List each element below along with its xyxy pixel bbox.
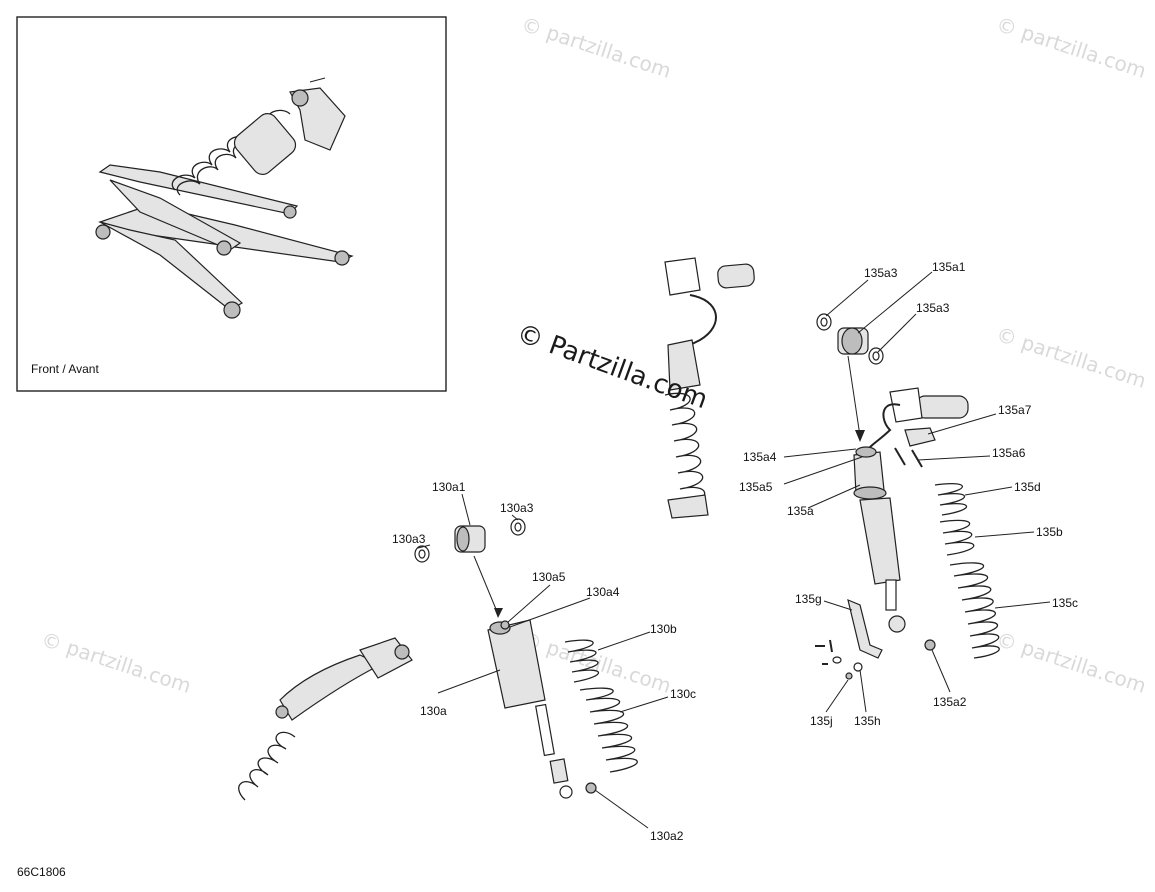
- callout-135a5: 135a5: [739, 480, 773, 494]
- bracket-135g: [847, 598, 883, 659]
- inset-shock: [171, 77, 346, 196]
- callout-130b: 130b: [650, 622, 677, 636]
- spring-135d: [934, 483, 968, 516]
- callout-135a7: 135a7: [998, 403, 1032, 417]
- callout-130a1: 130a1: [432, 480, 466, 494]
- shock-body: [667, 339, 701, 391]
- nut-135a2: [924, 639, 936, 651]
- shock-130-assembly: [414, 518, 638, 799]
- clip-135a7: [904, 427, 936, 447]
- shock-lower-left: [238, 637, 413, 801]
- shaft: [535, 703, 555, 757]
- callout-135a3: 135a3: [864, 266, 898, 280]
- inset-frame: [16, 16, 447, 392]
- ball-joint: [223, 301, 241, 319]
- shock-body-130a: [487, 619, 546, 709]
- callout-130a5: 130a5: [532, 570, 566, 584]
- callout-130a4: 130a4: [586, 585, 620, 599]
- callout-130a: 130a: [420, 704, 447, 718]
- mount-bolt: [309, 77, 326, 83]
- callout-135d: 135d: [1014, 480, 1041, 494]
- coil-spring: [664, 392, 706, 506]
- callout-135a6: 135a6: [992, 446, 1026, 460]
- pin-135a6: [894, 447, 906, 466]
- callout-135c: 135c: [1052, 596, 1078, 610]
- callout-135h: 135h: [854, 714, 881, 728]
- spring-seat: [853, 486, 887, 500]
- watermark: © partzilla.com: [518, 12, 674, 83]
- callout-135a3: 135a3: [916, 301, 950, 315]
- spring-130b: [564, 639, 600, 683]
- callout-135a2: 135a2: [933, 695, 967, 709]
- pivot-bushing-mid: [216, 240, 232, 256]
- lower-a-arm-rear: [99, 221, 243, 311]
- leader-lines: [417, 271, 1051, 829]
- top-mount: [291, 89, 309, 107]
- callout-labels: 130a1 130a3 130a3 130a5 130a4 130a 130b …: [392, 260, 1078, 843]
- ball-joint-front: [95, 224, 111, 240]
- reservoir: [915, 395, 969, 419]
- assembled-shock-center: [664, 257, 755, 519]
- watermark: © partzilla.com: [993, 12, 1149, 83]
- callout-135a: 135a: [787, 504, 814, 518]
- watermark: © partzilla.com: [993, 627, 1149, 698]
- bolt-135j: [845, 672, 853, 680]
- reservoir-cap: [889, 387, 923, 423]
- nut-130a2: [585, 782, 597, 794]
- lower-eyelet: [549, 758, 569, 784]
- spring-130c: [579, 687, 638, 773]
- figure-code: 66C1806: [17, 865, 66, 879]
- callout-135g: 135g: [795, 592, 822, 606]
- callout-135j: 135j: [810, 714, 833, 728]
- pivot-bushing: [334, 250, 350, 266]
- shock-135-assembly: [815, 313, 1000, 680]
- spring-135b: [939, 519, 975, 556]
- reservoir: [717, 263, 755, 289]
- watermark: © partzilla.com: [38, 627, 194, 698]
- upper-a-arm: [98, 164, 299, 215]
- callout-130a3: 130a3: [392, 532, 426, 546]
- reservoir-head: [664, 257, 701, 296]
- inset-caption: Front / Avant: [31, 362, 99, 376]
- callout-135a4: 135a4: [743, 450, 777, 464]
- spring-seat: [667, 494, 709, 519]
- eyelet-130a5: [500, 620, 510, 630]
- watermark: © partzilla.com: [993, 322, 1149, 393]
- lower-eyelet: [888, 615, 906, 633]
- reservoir: [233, 113, 297, 175]
- inset-overview: Front / Avant: [16, 16, 447, 392]
- callout-130a2: 130a2: [650, 829, 684, 843]
- coil-body: [279, 654, 382, 721]
- shock-lower-body: [859, 497, 901, 585]
- callout-130c: 130c: [670, 687, 696, 701]
- callout-135a1: 135a1: [932, 260, 966, 274]
- callout-135b: 135b: [1036, 525, 1063, 539]
- pivot-bushing-upper: [283, 205, 297, 219]
- washer-135h: [853, 662, 863, 672]
- callout-130a3: 130a3: [500, 501, 534, 515]
- upper-a-arm-rear: [109, 179, 242, 251]
- spring-135c: [949, 562, 1000, 659]
